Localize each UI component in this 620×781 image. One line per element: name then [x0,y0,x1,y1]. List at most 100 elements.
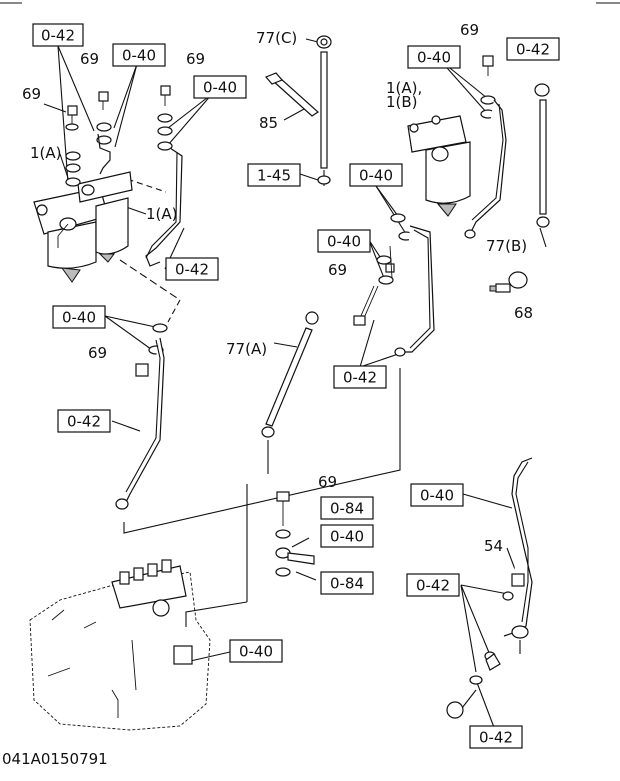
ref-box-b9: 0-42 [165,257,219,281]
part-label-l8: 69 [460,21,479,39]
part-label-l16: 69 [318,473,337,491]
ref-box-frame [469,725,523,749]
fuel-pipe-center-right [376,213,435,357]
ref-box-frame [410,483,464,507]
ref-box-text: 0-42 [516,41,550,59]
fuel-pipe-left-side [145,147,183,267]
washers-left [65,122,112,187]
circled-markers [152,599,464,719]
part-label-l13: 68 [514,304,533,322]
rod-77c [316,35,332,185]
ref-box-b6: 1-45 [247,163,301,187]
ref-box-text: 0-40 [203,79,237,97]
ref-box-text: 0-40 [327,233,361,251]
ref-box-text: 0-40 [359,167,393,185]
ref-box-text: 0-84 [330,500,364,518]
ref-box-b15: 0-84 [320,571,374,595]
ref-box-b13: 0-84 [320,496,374,520]
ref-box-b10: 0-40 [52,305,106,329]
ref-box-frame [333,365,387,389]
ref-box-b16: 0-40 [229,639,283,663]
ref-box-b4: 0-40 [407,45,461,69]
ref-box-text: 0-42 [67,413,101,431]
part-label-l3: 69 [22,85,41,103]
ref-box-frame [406,573,460,597]
ref-box-b5: 0-42 [506,37,560,61]
part-label-l17: 54 [484,537,503,555]
rod-77a [261,311,319,438]
part-label-l6: 77(C) [256,29,297,47]
rod-77b [534,83,550,228]
ref-box-b2: 0-40 [112,43,166,67]
ref-box-b12: 0-42 [57,409,111,433]
part-label-l10: 1(B) [386,93,418,111]
ref-box-frame [57,409,111,433]
ref-box-frame [320,496,374,520]
ref-box-text: 0-42 [41,27,75,45]
part-label-l2: 69 [186,50,205,68]
part-label-l12: 69 [328,261,347,279]
part-label-l11: 77(B) [486,237,527,255]
ref-box-frame [165,257,219,281]
fuel-filter-left [33,171,133,283]
ref-box-text: 0-40 [330,528,364,546]
ref-box-b8: 0-40 [317,229,371,253]
ref-box-frame [320,524,374,548]
ref-box-text: 0-40 [239,643,273,661]
part-label-l7: 85 [259,114,278,132]
ref-box-frame [247,163,301,187]
ref-box-b17: 0-40 [410,483,464,507]
ref-box-frame [229,639,283,663]
ref-box-text: 0-84 [330,575,364,593]
fuel-pipe-middle-left [115,323,168,510]
ref-box-b7: 0-40 [349,163,403,187]
ref-box-frame [32,23,84,47]
ref-box-frame [317,229,371,253]
part-label-l1: 69 [80,50,99,68]
part-label-l5: 1(A) [146,205,178,223]
ref-box-frame [349,163,403,187]
part-labels: 69 69 69 1(A) 1(A) 77(C) 85 69 1(A),1(B) 77(B) 69 6… [22,21,533,719]
bolt-69-center [353,285,379,326]
ref-box-text: 0-42 [479,729,513,747]
fuel-pipe-right-top [469,99,507,235]
bolt-69-a [65,105,79,131]
ref-box-frame [506,37,560,61]
ref-box-text: 0-40 [420,487,454,505]
ref-box-frame [193,75,247,99]
ref-box-b19: 0-42 [469,725,523,749]
bottom-center-fittings [275,491,315,577]
ref-box-b3: 0-40 [193,75,247,99]
ref-box-b11: 0-42 [333,365,387,389]
bolt-69-b [98,91,109,110]
part-label-l9: 1(A), [386,79,422,97]
clip-85 [264,72,319,117]
ref-box-frame [52,305,106,329]
ref-box-text: 0-40 [417,49,451,67]
ref-box-b18: 0-42 [406,573,460,597]
fuel-filter-right [407,115,471,217]
ref-box-text: 0-40 [122,47,156,65]
injection-pump [29,559,211,731]
ref-box-b14: 0-40 [320,524,374,548]
fitting-68 [489,271,528,293]
ref-box-text: 0-42 [416,577,450,595]
ref-box-text: 1-45 [257,167,291,185]
ref-box-frame [112,43,166,67]
fuel-pipe-left-upper [97,133,111,175]
ref-box-b1: 0-42 [32,23,84,47]
leader-lines [43,38,547,731]
part-label-l15: 77(A) [226,340,267,358]
boxed-refs: 0-42 0-40 0-40 0-40 0-42 1-45 0-40 0-40 0-42 0-40… [32,23,560,749]
drawing-id: 041A0150791 [2,750,108,768]
ref-box-frame [320,571,374,595]
ref-box-text: 0-42 [343,369,377,387]
fuel-pipe-bottom-right [469,457,533,685]
bolt-69-c [157,85,173,151]
ref-box-frame [407,45,461,69]
part-label-l4: 1(A) [30,144,62,162]
part-label-l14: 69 [88,344,107,362]
ref-box-text: 0-40 [62,309,96,327]
ref-box-text: 0-42 [175,261,209,279]
